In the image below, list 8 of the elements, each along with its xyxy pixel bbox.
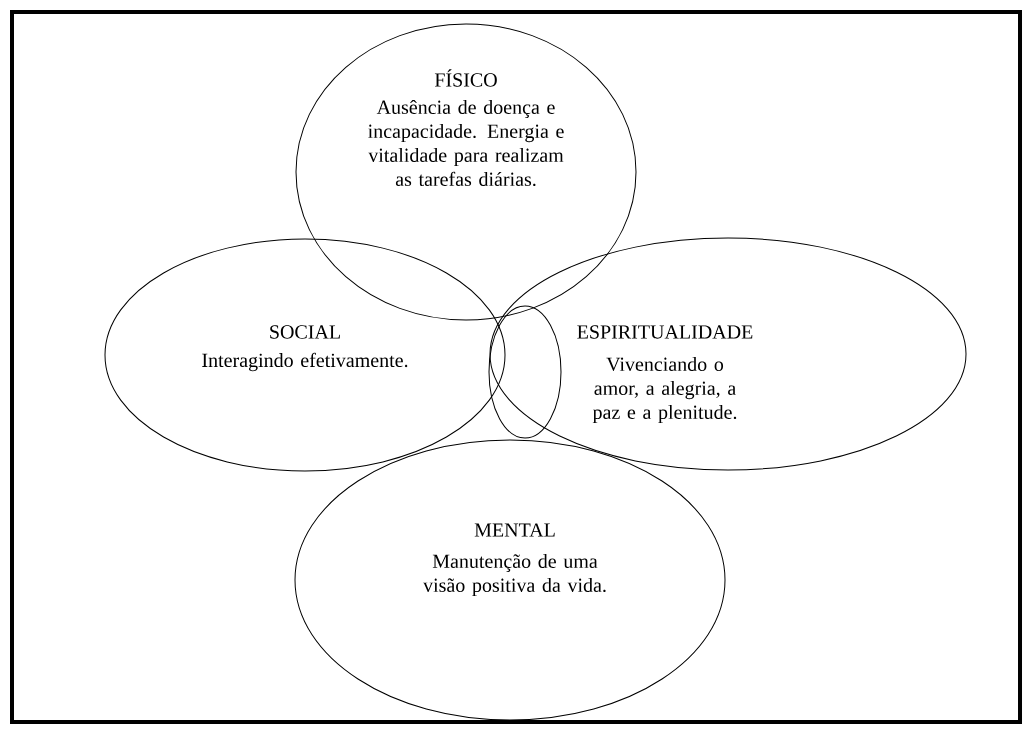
description: Ausência de doença e incapacidade. Energia e vitalidade para realizam as tarefas diárias. [368, 99, 564, 187]
description: Interagindo efetivamente. [202, 352, 408, 372]
description: Vivenciando o amor, a alegria, a paz e a plenitude. [592, 356, 737, 424]
heading: FÍSICO [434, 69, 497, 87]
heading: ESPIRITUALIDADE [577, 325, 753, 339]
heading: SOCIAL [270, 325, 340, 339]
heading: MENTAL [474, 523, 555, 537]
description: Manutenção de uma visão positiva da vida. [423, 553, 606, 597]
